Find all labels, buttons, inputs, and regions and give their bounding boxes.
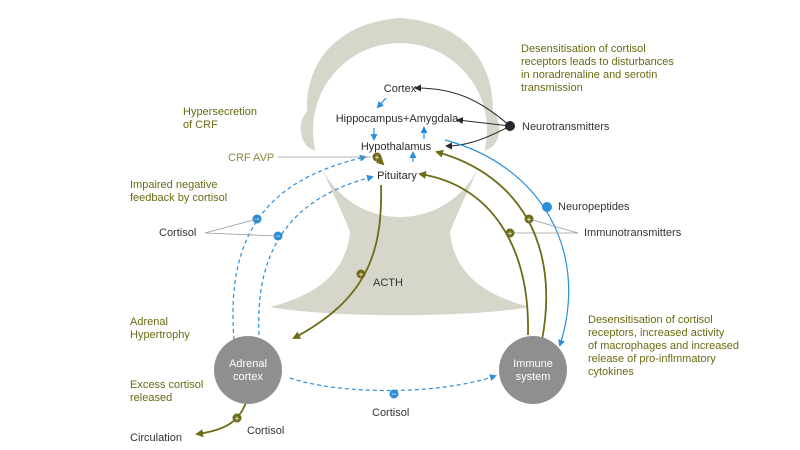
neurotransmitters-label: Neurotransmitters <box>522 121 610 133</box>
acth-arrow: + <box>292 184 383 339</box>
svg-text:+: + <box>508 229 513 238</box>
svg-text:+: + <box>527 215 532 224</box>
svg-text:+: + <box>235 414 240 423</box>
annotation-excess-cortisol: Excess cortisol released <box>130 379 206 404</box>
pituitary-label: Pituitary <box>377 170 417 182</box>
annotation-impaired-feedback: Impaired negative feedback by cortisol <box>130 179 227 204</box>
adrenal-to-immune-arrow: − <box>289 374 497 399</box>
hypothalamus-plus-marker: + <box>372 152 382 162</box>
neuropeptides-connector <box>444 139 570 347</box>
immune-feedback-arrows: + + <box>418 149 548 341</box>
svg-text:Immune: Immune <box>513 358 553 370</box>
svg-text:+: + <box>375 153 380 162</box>
svg-text:system: system <box>516 371 551 383</box>
circulation-label: Circulation <box>130 432 182 444</box>
cortisol-circulation-label: Cortisol <box>247 425 284 437</box>
annotation-adrenal-hypertrophy: Adrenal Hypertrophy <box>130 316 190 341</box>
immunotransmitters-connector <box>510 218 579 234</box>
hypothalamus-label: Hypothalamus <box>361 141 432 153</box>
circulation-arrow: + <box>195 399 248 438</box>
cortex-label: Cortex <box>384 83 417 95</box>
acth-label: ACTH <box>373 277 403 289</box>
svg-text:−: − <box>391 389 396 399</box>
cortisol-left-label: Cortisol <box>159 227 196 239</box>
neurotransmitters-connector <box>414 84 515 150</box>
annotation-hypersecretion: Hypersecretion of CRF <box>183 106 260 131</box>
immune-system-node: Immune system <box>499 336 567 404</box>
svg-text:Adrenal: Adrenal <box>229 358 267 370</box>
brain-circle <box>313 43 487 217</box>
adrenal-cortex-node: Adrenal cortex <box>214 336 282 404</box>
immunotransmitters-label: Immunotransmitters <box>584 227 682 239</box>
svg-text:+: + <box>359 270 364 279</box>
annotation-desensitisation-bottom: Desensitisation of cortisol receptors, i… <box>588 314 742 378</box>
annotation-desensitisation-top: Desensitisation of cortisol receptors le… <box>521 43 677 94</box>
cortisol-bottom-label: Cortisol <box>372 407 409 419</box>
svg-text:cortex: cortex <box>233 371 263 383</box>
cortisol-left-connector <box>204 218 279 237</box>
crf-avp-label: CRF AVP <box>228 152 274 164</box>
hippocampus-amygdala-label: Hippocampus+Amygdala <box>336 113 459 125</box>
neuropeptides-label: Neuropeptides <box>558 201 630 213</box>
